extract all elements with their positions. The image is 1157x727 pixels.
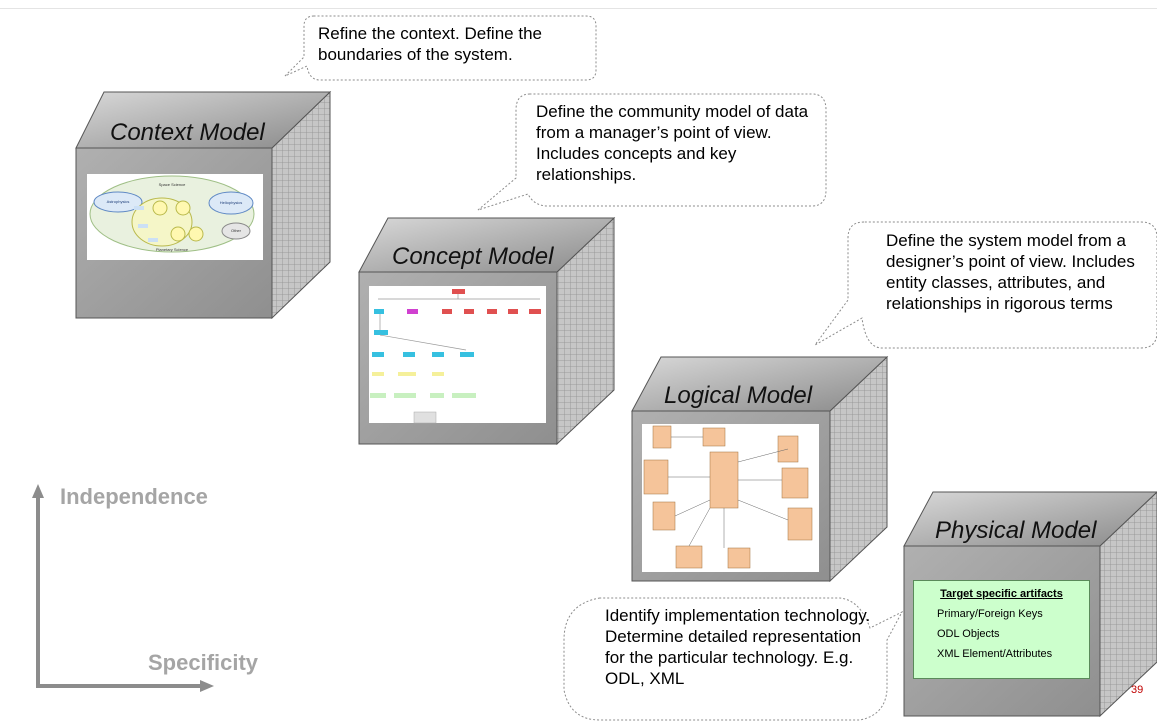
context-model-title: Context Model — [110, 119, 265, 146]
logical-callout-text: Define the system model from a designer’… — [886, 231, 1135, 313]
context-thumb-left: Astrophysics — [107, 199, 130, 204]
independence-label: Independence — [60, 484, 208, 509]
context-thumb-title: Space Science — [159, 182, 186, 187]
specificity-label: Specificity — [148, 650, 259, 675]
context-thumb-right-bottom: Other — [231, 228, 242, 233]
artifact-item: XML Element/Attributes — [937, 648, 1053, 660]
physical-callout-text: Identify implementation technology. Dete… — [605, 606, 871, 688]
artifact-item: ODL Objects — [937, 628, 1000, 640]
logical-callout-shape — [814, 221, 1157, 349]
artifact-item: Primary/Foreign Keys — [937, 608, 1043, 620]
artifacts-heading: Target specific artifacts — [940, 588, 1063, 600]
axes — [32, 484, 214, 692]
logical-model-title: Logical Model — [664, 382, 813, 409]
context-thumb-right-top: Heliophysics — [220, 200, 242, 205]
context-thumb-bottom: Planetary Science — [156, 247, 189, 252]
concept-callout-text: Define the community model of data from … — [536, 102, 809, 184]
physical-callout-shape — [563, 597, 904, 721]
page-number: 39 — [1131, 684, 1144, 696]
horizontal-axis-arrowhead — [200, 680, 214, 692]
context-callout-text: Refine the context. Define the boundarie… — [318, 24, 542, 64]
physical-model-title: Physical Model — [935, 517, 1097, 544]
target-artifacts-box: Target specific artifacts Primary/Foreig… — [913, 580, 1090, 679]
context-callout-shape — [284, 15, 597, 81]
logical-model-cube: Logical Model — [631, 355, 889, 583]
concept-thumbnail — [369, 286, 546, 424]
vertical-axis-arrowhead — [32, 484, 44, 498]
logical-thumbnail — [642, 424, 819, 572]
concept-model-cube: Concept Model — [358, 216, 616, 446]
top-divider — [0, 8, 1157, 9]
concept-callout-shape — [477, 93, 827, 211]
concept-model-title: Concept Model — [392, 243, 554, 270]
context-thumbnail: Space Science Planetary Science Astrophy… — [87, 174, 263, 260]
context-model-cube: Context Model Space Science Planetary Sc… — [75, 90, 332, 320]
